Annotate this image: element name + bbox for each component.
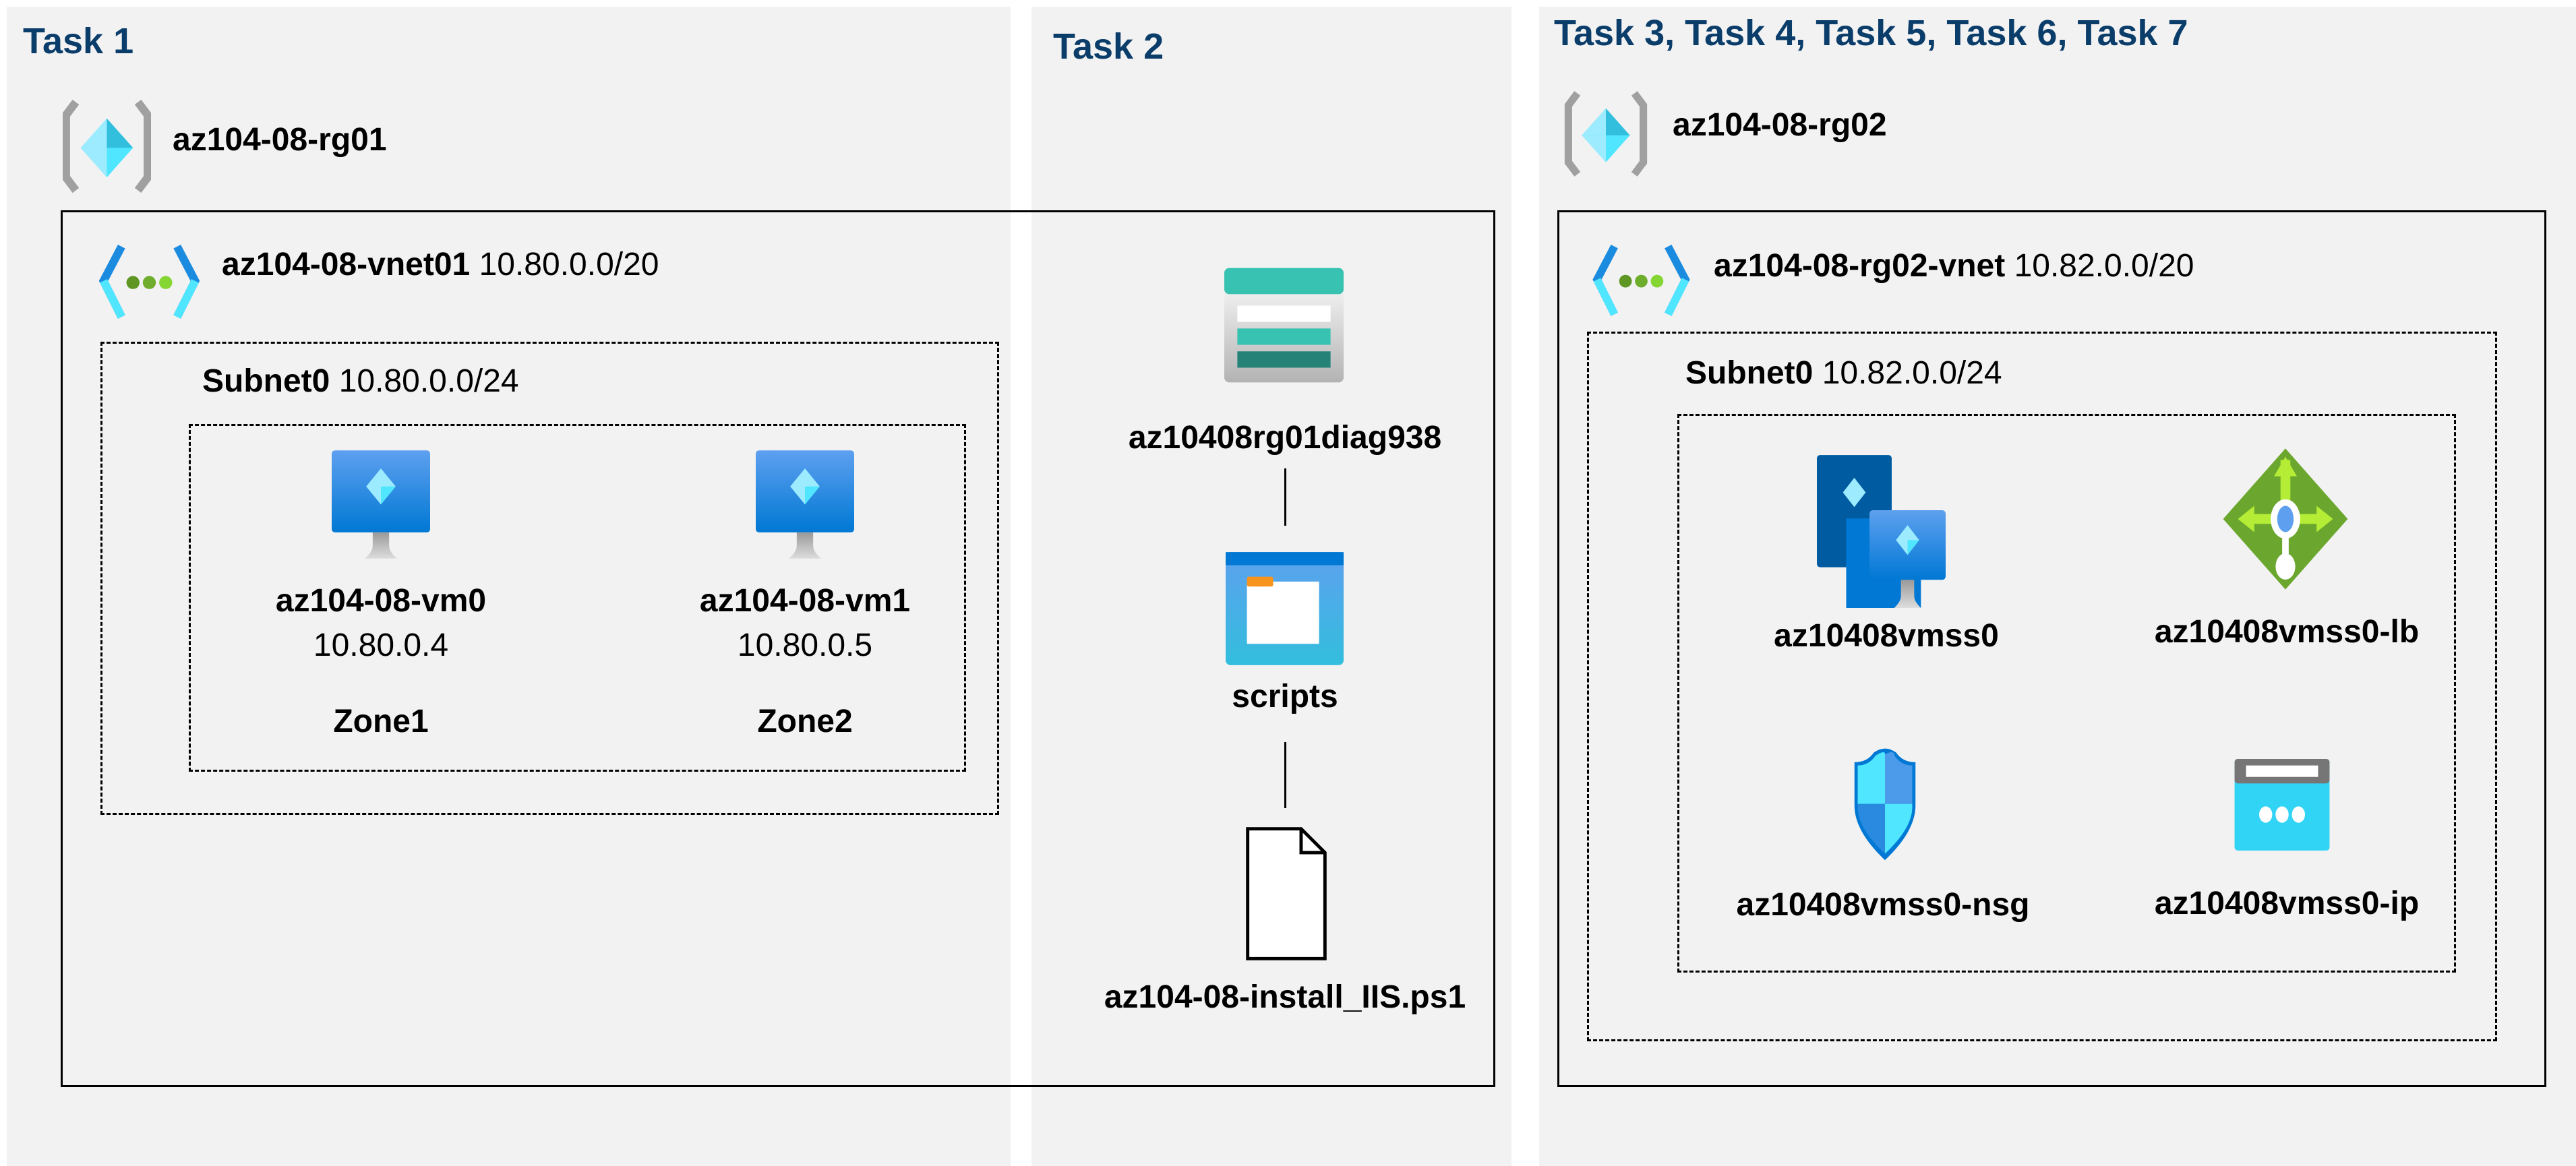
rg01-name: az104-08-rg01 <box>173 122 387 158</box>
virtual-network-icon <box>1592 244 1690 316</box>
task1-panel <box>7 7 1011 1166</box>
network-security-group-icon <box>1854 748 1916 861</box>
rg01-subnet-box <box>100 342 999 815</box>
vnet02-label: az104-08-rg02-vnet 10.82.0.0/20 <box>1714 247 2194 284</box>
task2-title: Task 2 <box>1053 26 1164 67</box>
nsg-name: az10408vmss0-nsg <box>1736 887 2030 923</box>
vm1-ip: 10.80.0.5 <box>737 627 873 663</box>
lb-name: az10408vmss0-lb <box>2154 614 2420 650</box>
vm0-zone: Zone1 <box>333 704 429 739</box>
rg02-resources-box <box>1677 414 2456 973</box>
connector-line <box>1284 742 1286 808</box>
resource-group-icon <box>63 99 151 193</box>
virtual-machine-icon <box>756 450 854 559</box>
public-ip-name: az10408vmss0-ip <box>2154 886 2420 921</box>
container-name: scripts <box>1232 679 1338 714</box>
rg02-subnet-box <box>1587 332 2497 1041</box>
rg01-vnet-box <box>61 210 1495 1087</box>
task3-7-panel <box>1539 7 2576 1166</box>
vnet01-name: az104-08-vnet01 <box>222 247 471 282</box>
vnet02-name: az104-08-rg02-vnet <box>1714 248 2006 284</box>
rg01-vm-group-box <box>189 424 966 772</box>
script-file-name: az104-08-install_IIS.ps1 <box>1104 979 1466 1015</box>
blob-container-icon <box>1226 552 1344 665</box>
subnet01-label: Subnet0 10.80.0.0/24 <box>202 363 519 400</box>
subnet01-name: Subnet0 <box>202 363 330 399</box>
vnet01-cidr: 10.80.0.0/20 <box>479 247 659 282</box>
subnet01-cidr: 10.80.0.0/24 <box>338 363 519 399</box>
vm1-zone: Zone2 <box>757 704 853 739</box>
subnet02-name: Subnet0 <box>1685 355 1814 391</box>
task1-title: Task 1 <box>23 21 134 61</box>
virtual-machine-icon <box>332 450 430 559</box>
vm-scale-set-front-icon <box>1869 510 1946 608</box>
vnet01-label: az104-08-vnet01 10.80.0.0/20 <box>222 246 659 283</box>
vm0-name: az104-08-vm0 <box>275 583 487 619</box>
vm0-ip: 10.80.0.4 <box>313 627 449 663</box>
rg02-vnet-box <box>1557 210 2546 1087</box>
public-ip-icon <box>2234 759 2330 851</box>
rg02-name: az104-08-rg02 <box>1673 107 1887 143</box>
subnet02-cidr: 10.82.0.0/24 <box>1822 355 2002 391</box>
load-balancer-icon <box>2223 448 2348 590</box>
connector-line <box>1284 468 1286 526</box>
storage-account-icon <box>1224 268 1344 383</box>
task3-7-title: Task 3, Task 4, Task 5, Task 6, Task 7 <box>1554 13 2188 53</box>
subnet02-label: Subnet0 10.82.0.0/24 <box>1685 355 2002 392</box>
storage-account-name: az10408rg01diag938 <box>1128 420 1442 456</box>
vmss-name: az10408vmss0 <box>1774 618 1999 654</box>
file-icon <box>1246 827 1327 960</box>
vnet02-cidr: 10.82.0.0/20 <box>2014 248 2194 284</box>
virtual-network-icon <box>98 245 200 319</box>
vm1-name: az104-08-vm1 <box>699 583 911 619</box>
resource-group-icon <box>1564 91 1648 177</box>
